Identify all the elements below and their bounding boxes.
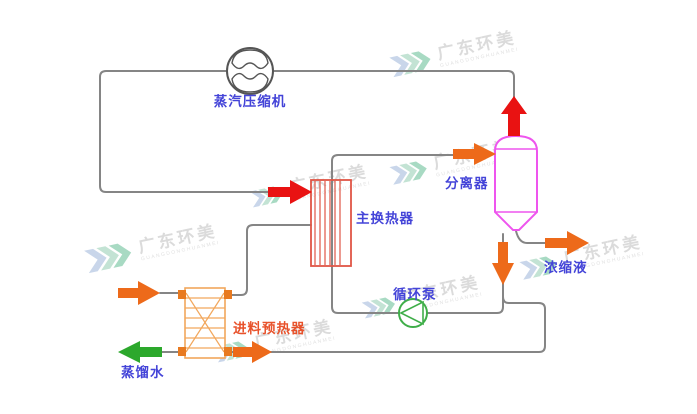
separator-symbol <box>494 134 538 231</box>
feed-preheater-label: 进料预热器 <box>233 321 306 336</box>
pipe-compressor-to-hx <box>99 70 271 193</box>
preheater-plates-icon <box>185 292 225 353</box>
distilled-water-out-arrow-icon <box>118 341 162 363</box>
compressor-rotor-icon <box>231 49 269 70</box>
heat-exchanger-tubes-icon <box>314 181 341 265</box>
steam-compressor-symbol <box>226 47 274 95</box>
concentrate-label: 浓缩液 <box>544 260 588 275</box>
pipe-condensate-to-preheater <box>227 224 312 296</box>
preheater-nozzles <box>178 290 232 356</box>
main-heat-exchanger-symbol <box>310 179 352 267</box>
compressor-rotor-icon <box>231 72 269 93</box>
feed-in-arrow-icon <box>118 281 160 305</box>
separator-inlet-arrow-icon <box>453 143 496 165</box>
flow-arrows <box>118 96 589 363</box>
pipe-feed-return <box>229 296 546 353</box>
pipes <box>99 70 547 353</box>
separator-label: 分离器 <box>445 176 489 191</box>
vapor-up-arrow-icon <box>501 96 527 136</box>
steam-to-hx-arrow-icon <box>268 180 312 204</box>
concentrate-out-arrow-icon <box>545 231 589 255</box>
distilled-water-label: 蒸馏水 <box>121 365 165 380</box>
main-heat-exchanger-label: 主换热器 <box>356 211 414 226</box>
feed-preheater-symbol <box>178 287 232 359</box>
pipe-concentrate-outlet <box>515 230 547 244</box>
pump-impeller-icon <box>399 300 424 326</box>
preheated-feed-arrow-icon <box>233 341 272 363</box>
pipe-circulation-loop <box>331 154 504 314</box>
circulation-pump-label: 循环泵 <box>393 287 437 302</box>
pipe-separator-to-compressor <box>271 70 515 100</box>
circulation-pump-symbol <box>398 298 428 328</box>
compressor-label: 蒸汽压缩机 <box>213 94 287 109</box>
separator-bottoms-down-arrow-icon <box>492 242 514 285</box>
